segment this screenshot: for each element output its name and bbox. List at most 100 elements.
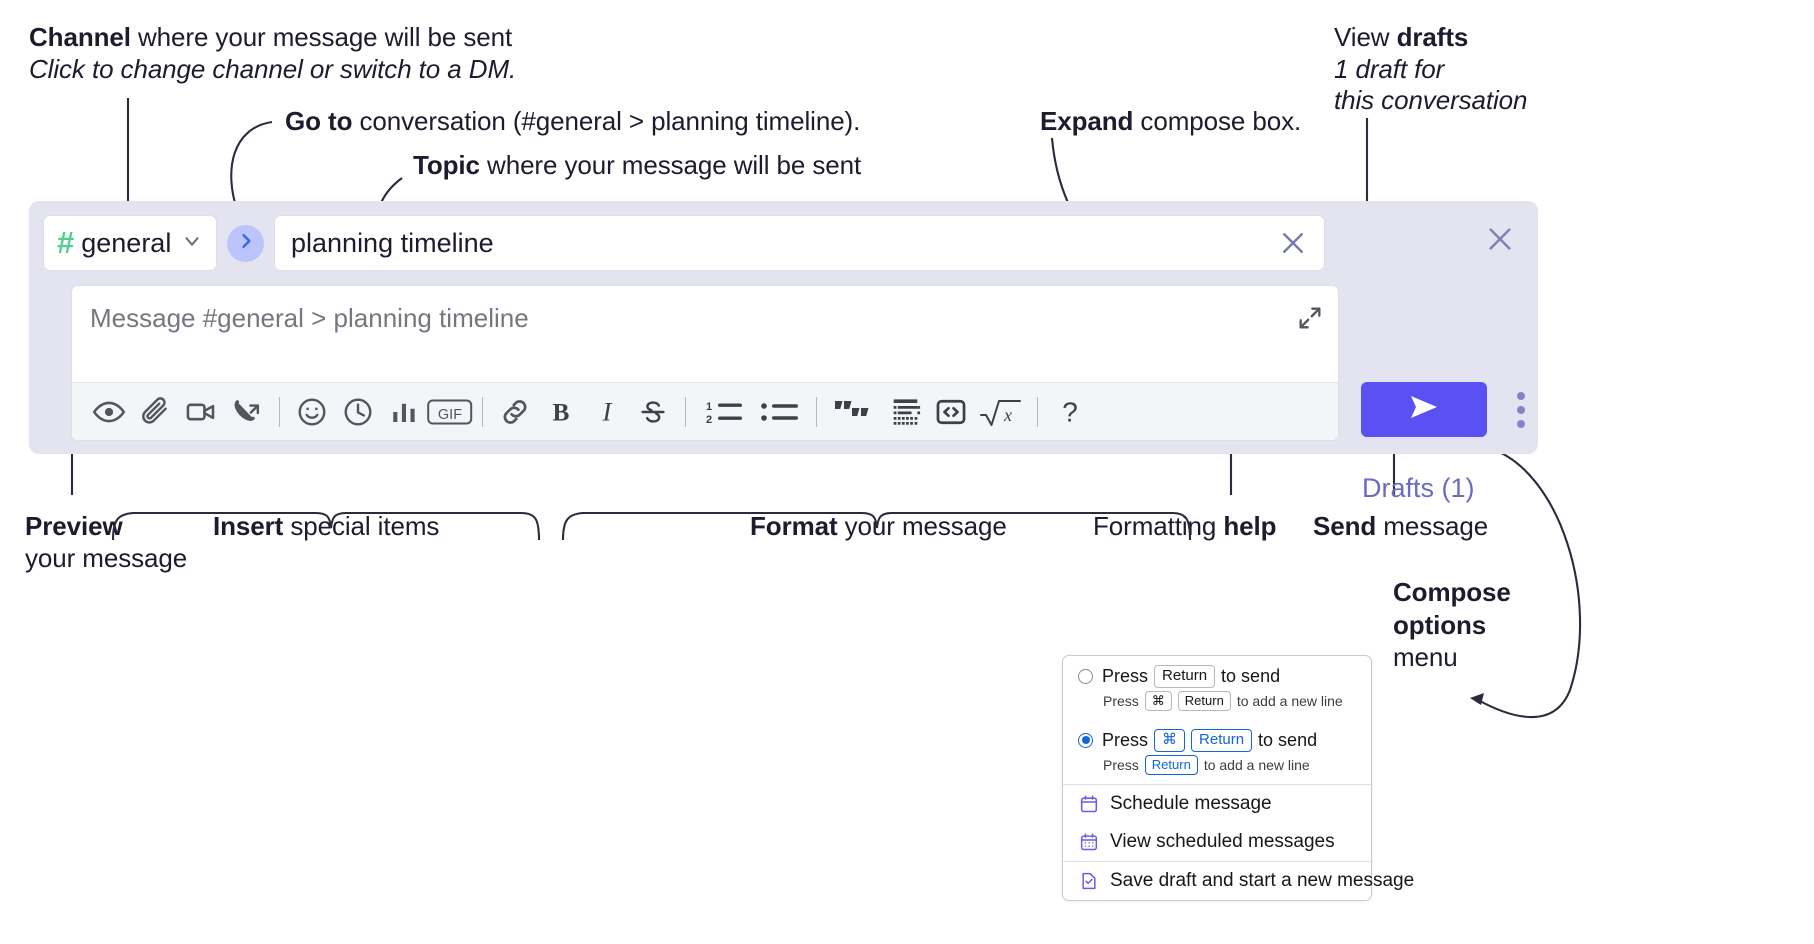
menu-item-save-draft[interactable]: Save draft and start a new message [1063,862,1414,900]
option2-sub-post: to add a new line [1203,756,1310,773]
send-button[interactable] [1361,382,1487,437]
annotation-help: Formatting help [1093,511,1277,543]
message-placeholder: Message #general > planning timeline [90,303,529,333]
video-clip-icon[interactable] [178,389,224,435]
svg-text:?: ? [1062,396,1078,427]
radio-unselected-icon[interactable] [1078,668,1093,684]
channel-selector[interactable]: # general [43,215,217,271]
bulleted-list-icon[interactable] [753,389,807,435]
annotation-expand-bold: Expand [1040,106,1134,136]
annotation-channel: Channel where your message will be sent … [29,22,516,85]
expand-compose-icon[interactable] [1296,304,1324,332]
send-paper-plane-icon [1403,391,1445,428]
annotation-preview-rest: your message [25,542,188,573]
option1-post: to send [1221,665,1281,686]
compose-options-menu: Press Return to send Press ⌘ Return to a… [1062,655,1414,901]
italic-icon[interactable]: I [584,389,630,435]
annotation-preview-bold: Preview [25,511,123,541]
message-input-box[interactable]: Message #general > planning timeline [71,285,1339,441]
svg-text:I: I [602,396,613,426]
topic-value: planning timeline [291,227,494,258]
annotation-help-bold: help [1223,511,1277,541]
draft-check-icon [1079,871,1099,891]
annotation-send-rest: message [1376,511,1489,541]
goto-conversation-button[interactable] [227,224,264,262]
svg-text:1: 1 [706,401,712,413]
attachment-icon[interactable] [132,389,178,435]
audio-clip-icon[interactable] [224,389,270,435]
svg-text:B: B [553,398,570,426]
kebab-dot [1517,392,1525,400]
calendar-grid-icon [1079,832,1099,852]
hash-icon: # [57,224,75,260]
annotation-insert-bold: Insert [213,511,284,541]
option1-sub-key1: ⌘ [1144,690,1172,711]
close-icon[interactable] [1484,223,1516,255]
menu-option1-subtext: Press ⌘ Return to add a new line [1063,688,1371,720]
compose-header-row: # general planning timeline [43,215,1325,271]
chevron-down-icon [181,230,203,257]
formatting-toolbar: GIF B I 1 [72,382,1338,440]
option2-pre: Press [1102,729,1149,750]
menu-item-view-scheduled-messages[interactable]: View scheduled messages [1063,823,1371,861]
annotation-topic: Topic where your message will be sent [413,150,861,182]
annotation-insert: Insert special items [213,511,439,543]
annotation-channel-rest: where your message will be sent [130,22,513,52]
channel-name: general [81,227,172,258]
annotation-goto: Go to conversation (#general > planning … [285,106,860,138]
svg-text:2: 2 [706,414,712,426]
help-question-icon[interactable]: ? [1047,389,1093,435]
kebab-dot [1517,406,1525,414]
option2-key2: Return [1191,729,1253,752]
option2-key1: ⌘ [1154,729,1186,752]
annotation-drafts-line2: 1 draft for [1334,53,1445,84]
option1-sub-key2: Return [1177,690,1231,711]
inline-code-icon[interactable] [928,389,974,435]
annotation-drafts-line3: this conversation [1334,85,1528,116]
kebab-dot [1517,420,1525,428]
annotation-send-bold: Send [1313,511,1377,541]
strikethrough-icon[interactable] [630,389,676,435]
preview-icon[interactable] [86,389,132,435]
menu-item-schedule-message[interactable]: Schedule message [1063,785,1371,823]
annotation-expand: Expand compose box. [1040,106,1301,138]
poll-bar-chart-icon[interactable] [381,389,427,435]
option1-pre: Press [1102,665,1149,686]
bold-icon[interactable]: B [538,389,584,435]
annotation-channel-sub: Click to change channel or switch to a D… [29,53,517,84]
menu-divider [1063,861,1371,862]
toolbar-separator [685,396,686,427]
option2-sub-key: Return [1144,754,1198,775]
annotation-expand-rest: compose box. [1133,106,1302,136]
annotation-compose-options-rest: menu [1393,642,1458,672]
calendar-icon [1079,794,1099,814]
code-block-icon[interactable] [882,389,928,435]
annotation-preview: Preview your message [25,511,187,574]
annotation-format-rest: your message [837,511,1007,541]
menu-item-label: Schedule message [1110,793,1272,814]
menu-option-cmd-return-to-send[interactable]: Press ⌘ Return to send [1063,720,1371,752]
clear-topic-icon[interactable] [1278,228,1308,258]
gif-icon[interactable]: GIF [427,389,473,435]
annotation-format: Format your message [750,511,1007,543]
blockquote-icon[interactable] [826,389,882,435]
annotation-insert-rest: special items [283,511,440,541]
annotation-format-bold: Format [750,511,838,541]
ordered-list-icon[interactable]: 1 2 [695,389,753,435]
option1-key: Return [1154,665,1216,688]
annotation-compose-options: Compose options menu [1393,576,1511,674]
topic-input[interactable]: planning timeline [274,215,1325,271]
drafts-link[interactable]: Drafts (1) [1362,473,1475,503]
annotation-channel-bold: Channel [29,22,131,52]
toolbar-separator [816,396,817,427]
compose-options-button[interactable] [1507,387,1535,433]
option1-sub-pre: Press [1103,692,1139,709]
emoji-icon[interactable] [289,389,335,435]
radio-selected-icon[interactable] [1078,732,1093,748]
link-icon[interactable] [492,389,538,435]
math-icon[interactable]: x [974,389,1028,435]
reminder-clock-icon[interactable] [335,389,381,435]
menu-option-return-to-send[interactable]: Press Return to send [1063,656,1371,688]
